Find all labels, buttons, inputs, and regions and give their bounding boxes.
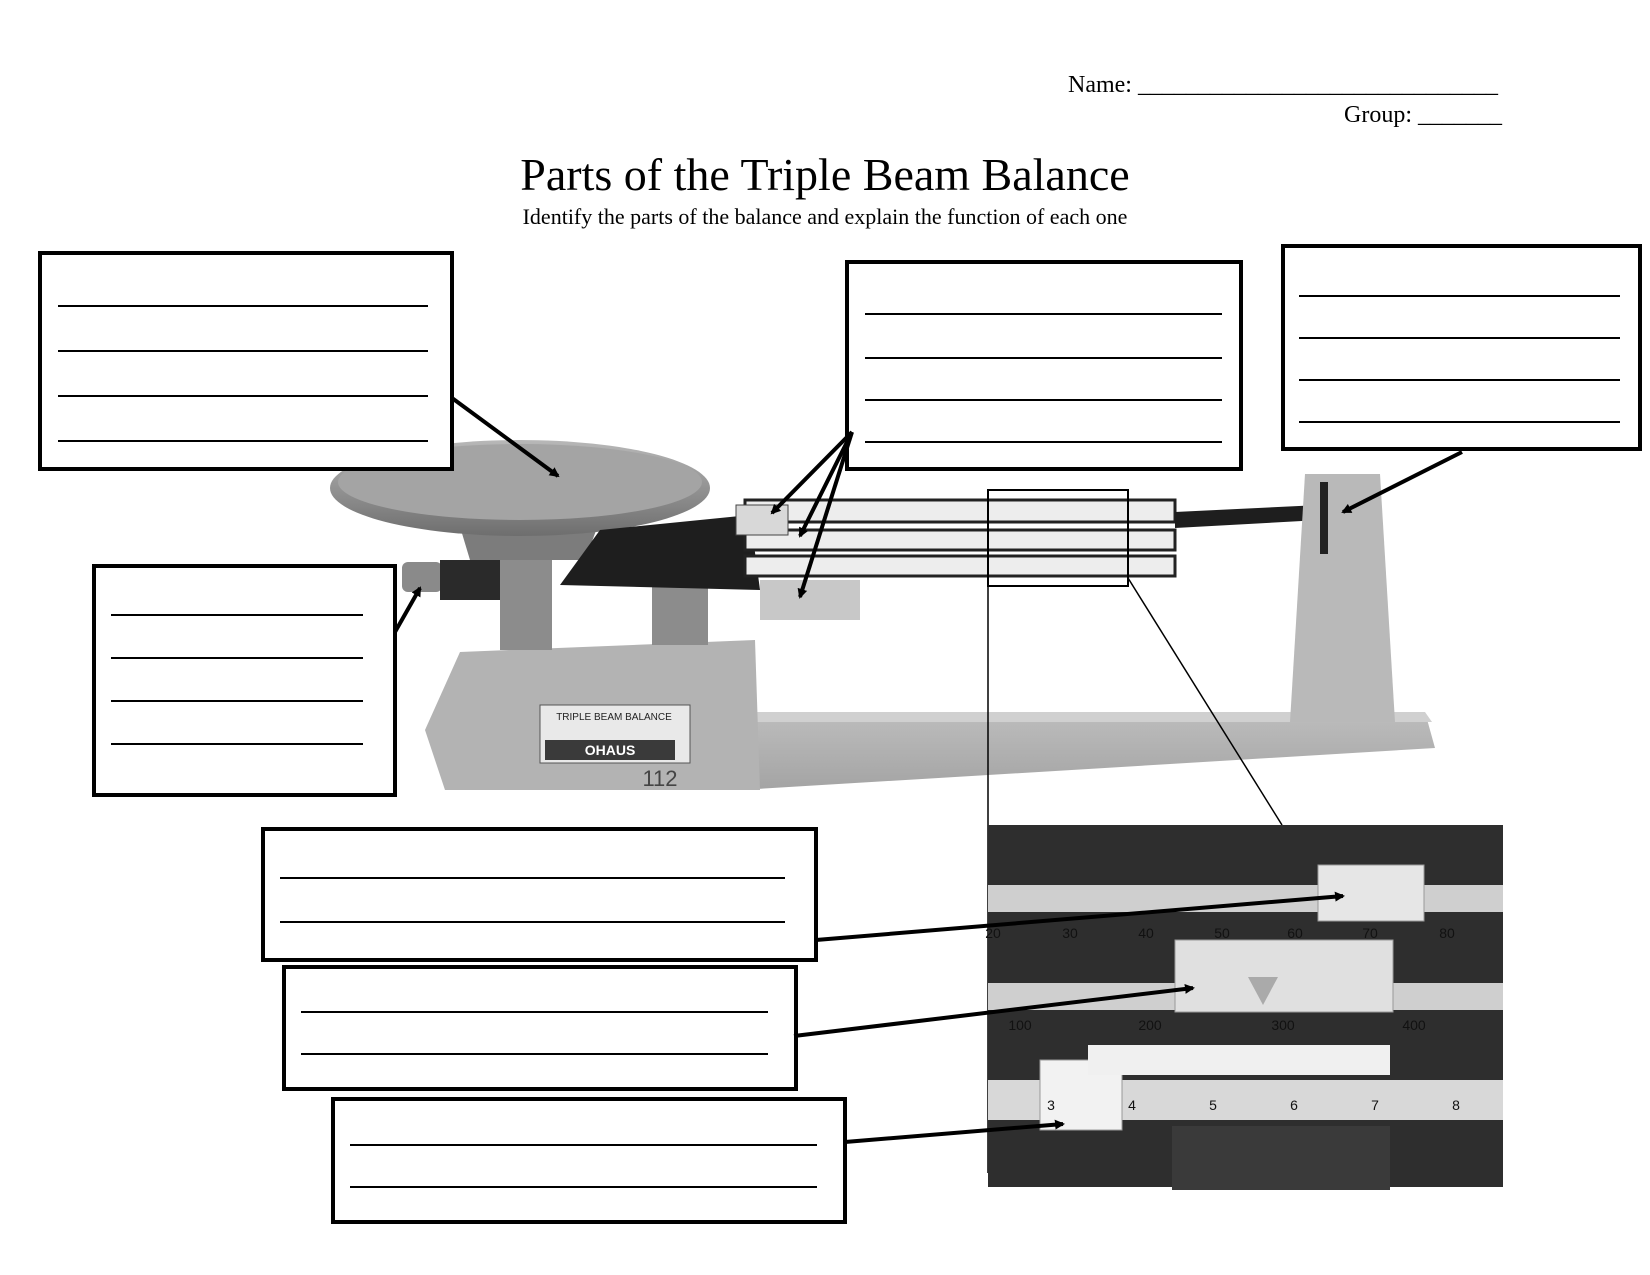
arrow-bottom-rider [844,1119,1065,1144]
arrow-beam-middle [798,431,854,538]
svg-text:3: 3 [1047,1097,1055,1113]
svg-text:5: 5 [1209,1097,1217,1113]
pointer-arrows [393,396,1463,1144]
answer-box-pan[interactable] [38,251,454,471]
answer-box-top-rider[interactable] [261,827,818,962]
beam-bottom [743,554,1177,578]
arrow-beam-bottom [797,431,854,599]
beam-middle [743,528,1177,552]
zoom-frame [987,489,1129,587]
page-title: Parts of the Triple Beam Balance [520,149,1130,200]
zero-adjust-knob [402,562,442,592]
page-subtitle: Identify the parts of the balance and ex… [522,204,1128,229]
arrow-beam-top [770,430,854,515]
svg-text:60: 60 [1287,925,1303,941]
arrow-zero-adjust [393,586,422,633]
arrow-pan [450,396,560,478]
balance-base [740,712,1435,790]
arrow-pointer [1341,450,1463,514]
svg-text:7: 7 [1371,1097,1379,1113]
arrow-middle-rider [793,983,1195,1038]
svg-text:400: 400 [1402,1017,1426,1033]
answer-box-pointer[interactable] [1281,244,1642,451]
brand-label: OHAUS [585,742,636,758]
middle-rider [1174,939,1394,1013]
answer-box-zero-adjust[interactable] [92,564,397,797]
pointer-needle [1320,482,1328,554]
answer-box-bottom-rider[interactable] [331,1097,847,1224]
top-rider [1317,864,1425,922]
scale-inset [988,825,1503,1190]
balance-illustration [330,440,1435,790]
inset-ticks-bottom: 3 4 5 6 7 8 [1047,1097,1460,1113]
svg-text:8: 8 [1452,1097,1460,1113]
svg-text:300: 300 [1271,1017,1295,1033]
answer-box-beams[interactable] [845,260,1243,471]
svg-text:20: 20 [985,925,1001,941]
inset-ticks-middle: 100 200 300 400 [1008,1017,1426,1033]
svg-text:6: 6 [1290,1097,1298,1113]
svg-text:50: 50 [1214,925,1230,941]
model-number: 112 [642,766,677,791]
model-label: TRIPLE BEAM BALANCE [556,712,672,723]
svg-text:4: 4 [1128,1097,1136,1113]
pointer-post [1290,474,1395,722]
beam-arm [560,515,760,590]
svg-text:40: 40 [1138,925,1154,941]
group-field[interactable]: Group: _______ [1344,102,1502,128]
zoom-connector-right [1127,577,1283,826]
answer-box-middle-rider[interactable] [282,965,798,1091]
svg-text:80: 80 [1439,925,1455,941]
svg-text:70: 70 [1362,925,1378,941]
arrow-top-rider [815,891,1345,942]
svg-text:200: 200 [1138,1017,1162,1033]
name-field[interactable]: Name: ______________________________ [1068,72,1498,98]
svg-text:30: 30 [1062,925,1078,941]
pan-support-left [500,560,552,650]
pointer-arm [1175,505,1320,528]
inset-ticks-top: 20 30 40 50 60 70 80 [985,925,1455,941]
svg-text:100: 100 [1008,1017,1032,1033]
